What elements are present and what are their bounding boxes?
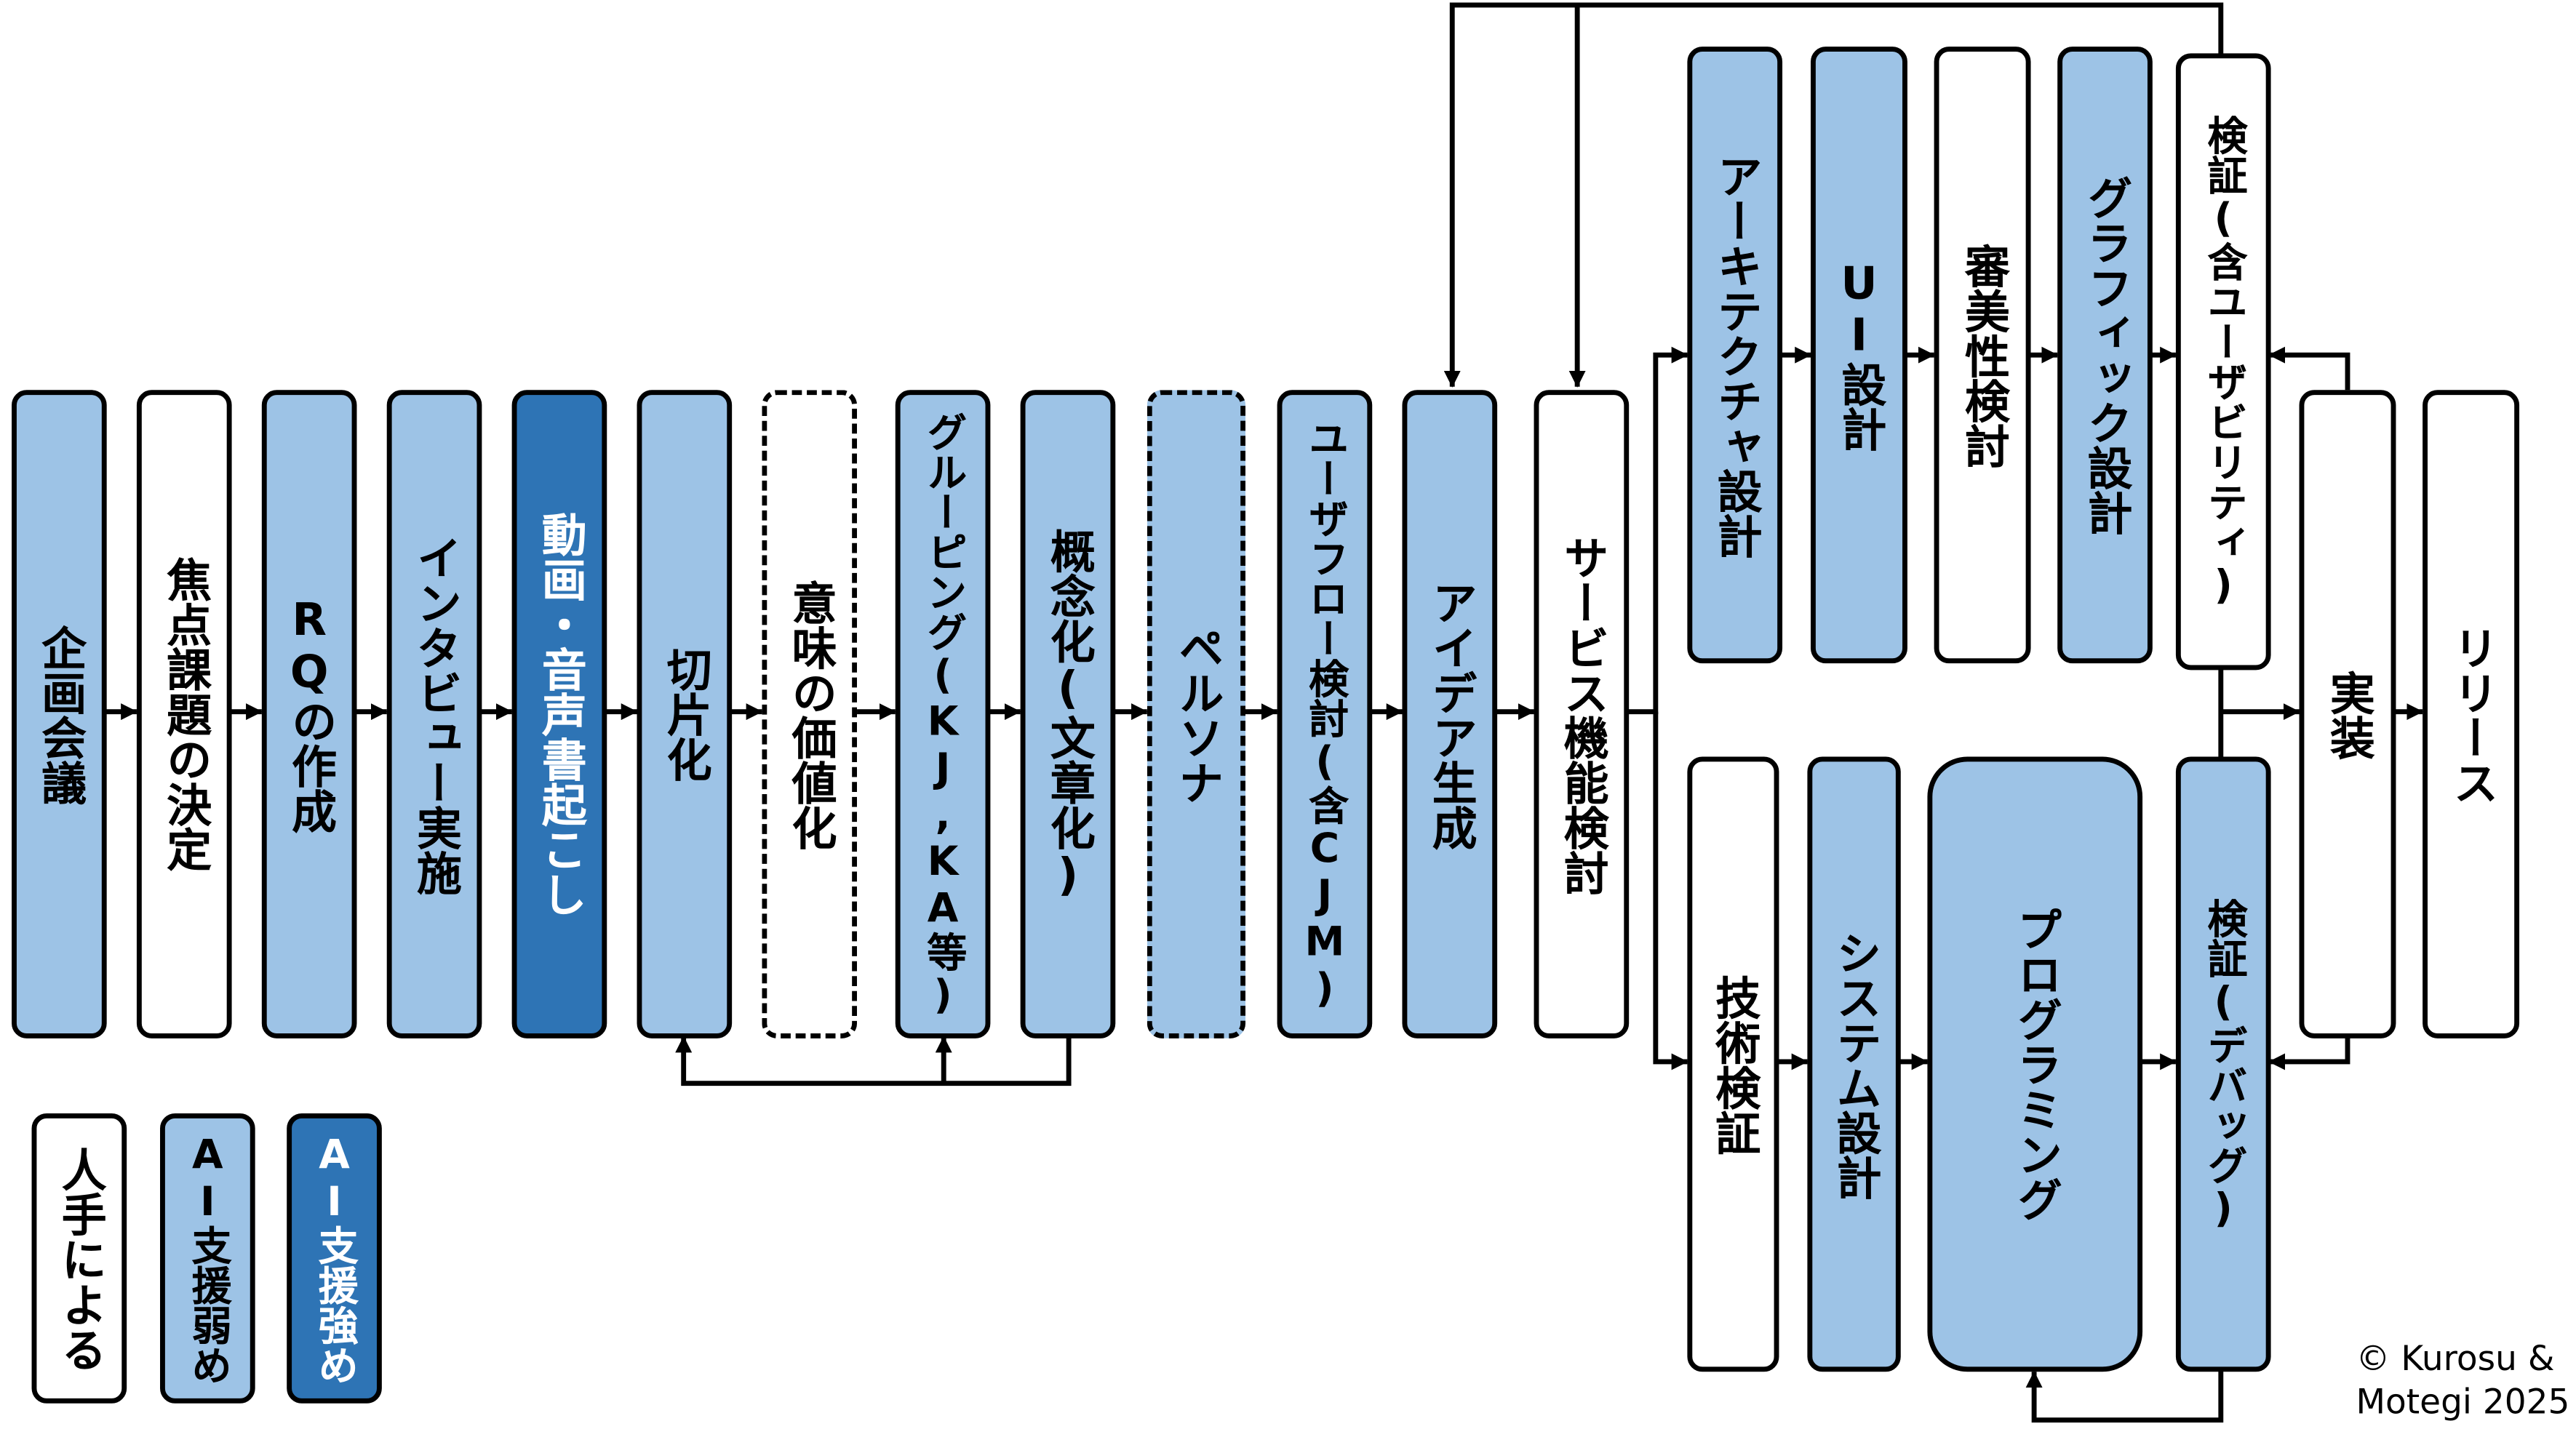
node-programming-label: プログラミング xyxy=(2009,906,2061,1222)
node-interview-label: インタビュー実施 xyxy=(408,534,460,894)
node-kensho-debug-label: 検証(デバッグ) xyxy=(2200,897,2247,1231)
copyright-line-2: Motegi 2025 xyxy=(2356,1381,2570,1422)
node-grouping-label: グルーピング(KJ,KA等) xyxy=(919,410,967,1018)
copyright-line-1: © Kurosu & xyxy=(2356,1338,2555,1379)
node-kirikata: 切片化 xyxy=(637,390,733,1038)
node-mojiokoshi: 動画・音声書起こし xyxy=(511,390,607,1038)
node-persona-label: ペルソナ xyxy=(1170,624,1222,804)
node-shinbi: 審美性検討 xyxy=(1934,47,2031,664)
node-userflow-label: ユーザフロー検討(含CJM) xyxy=(1301,417,1349,1012)
node-system-label: システム設計 xyxy=(1828,929,1881,1200)
node-shoten-label: 焦点課題の決定 xyxy=(158,556,210,872)
node-ui: UI設計 xyxy=(1811,47,1907,664)
node-imi-label: 意味の価値化 xyxy=(783,579,836,849)
node-programming: プログラミング xyxy=(1927,756,2143,1372)
node-interview: インタビュー実施 xyxy=(386,390,482,1038)
node-imi: 意味の価値化 xyxy=(762,390,858,1038)
node-jisso: 実装 xyxy=(2299,390,2396,1038)
node-kirikata-label: 切片化 xyxy=(658,647,711,782)
node-graphic-label: グラフィック設計 xyxy=(2078,175,2132,535)
node-idea-label: アイデア生成 xyxy=(1424,579,1476,849)
node-kensho-usability: 検証(含ユーザビリティ) xyxy=(2175,53,2271,671)
node-service: サービス機能検討 xyxy=(1534,390,1630,1038)
node-grouping: グルーピング(KJ,KA等) xyxy=(895,390,991,1038)
node-kensho-usability-label: 検証(含ユーザビリティ) xyxy=(2200,115,2247,609)
legend-human: 人手による xyxy=(31,1113,127,1404)
node-graphic: グラフィック設計 xyxy=(2057,47,2153,664)
node-gainen: 概念化(文章化) xyxy=(1020,390,1116,1038)
node-gainen-label: 概念化(文章化) xyxy=(1042,527,1094,901)
node-service-label: サービス機能検討 xyxy=(1555,534,1608,894)
node-idea: アイデア生成 xyxy=(1402,390,1498,1038)
legend-ai-strong-label: AI支援強め xyxy=(311,1132,358,1385)
node-gijutsu: 技術検証 xyxy=(1687,756,1779,1372)
node-release: リリース xyxy=(2423,390,2520,1038)
node-rq: RQの作成 xyxy=(261,390,357,1038)
node-architecture: アーキテクチャ設計 xyxy=(1687,47,1783,664)
legend-ai-weak: AI支援弱め xyxy=(160,1113,255,1404)
node-persona: ペルソナ xyxy=(1147,390,1246,1038)
copyright-notice: © Kurosu & Motegi 2025 xyxy=(2356,1337,2569,1423)
node-kensho-debug: 検証(デバッグ) xyxy=(2175,756,2271,1372)
node-kikaku: 企画会議 xyxy=(12,390,107,1038)
node-rq-label: RQの作成 xyxy=(283,595,335,833)
legend-ai-strong: AI支援強め xyxy=(287,1113,382,1404)
node-mojiokoshi-label: 動画・音声書起こし xyxy=(533,511,586,917)
legend-human-label: 人手による xyxy=(53,1145,105,1372)
node-ui-label: UI設計 xyxy=(1833,258,1885,452)
node-kikaku-label: 企画会議 xyxy=(33,624,85,804)
node-shoten: 焦点課題の決定 xyxy=(136,390,232,1038)
node-userflow: ユーザフロー検討(含CJM) xyxy=(1277,390,1373,1038)
node-jisso-label: 実装 xyxy=(2321,669,2374,759)
legend-ai-weak-label: AI支援弱め xyxy=(184,1132,231,1385)
node-release-label: リリース xyxy=(2445,624,2497,804)
node-system: システム設計 xyxy=(1807,756,1901,1372)
node-gijutsu-label: 技術検証 xyxy=(1707,974,1759,1155)
node-architecture-label: アーキテクチャ設計 xyxy=(1709,152,1761,558)
node-shinbi-label: 審美性検討 xyxy=(1956,242,2009,468)
